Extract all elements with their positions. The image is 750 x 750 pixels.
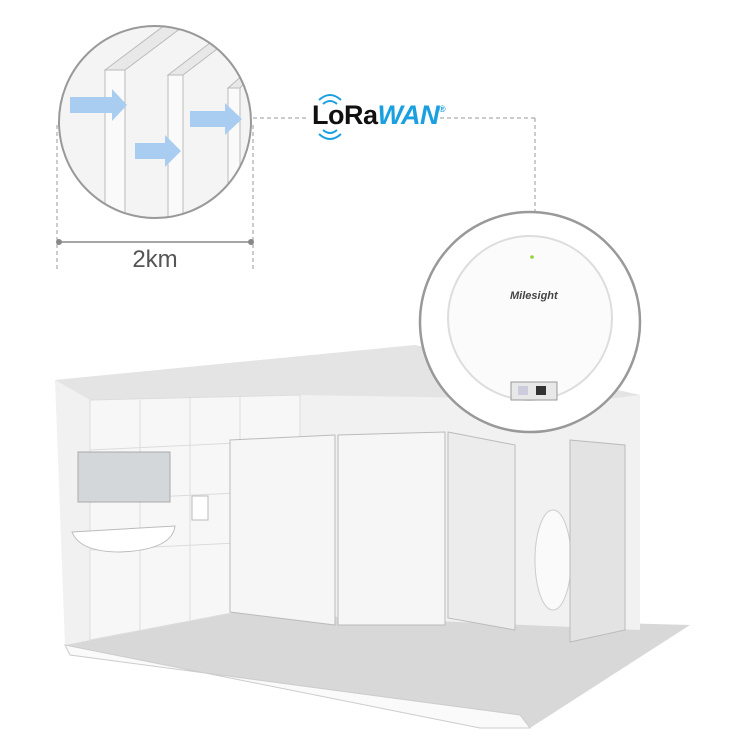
lorawan-logo: LoRaWAN® [312,100,446,130]
connector-lines [56,117,536,270]
led-indicator [530,255,534,259]
lorawan-signal-icon [318,94,342,140]
signal-arrows [70,89,242,167]
distance-label: 2km [132,246,178,273]
wall-penetration-illustration [58,25,252,219]
dimension-line [56,239,254,245]
gateway-device [418,210,642,434]
device-brand-logo: Milesight [510,290,558,302]
